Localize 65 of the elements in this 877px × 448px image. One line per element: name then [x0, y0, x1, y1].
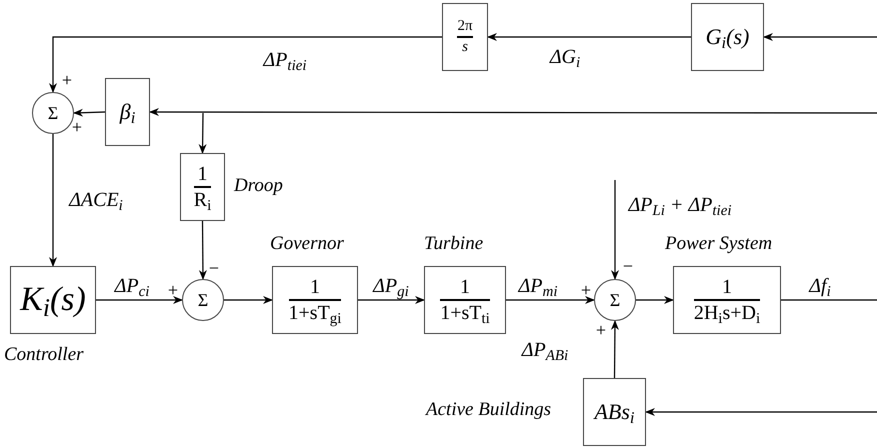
signal-arrow — [610, 320, 619, 378]
signal-arrow — [636, 296, 674, 304]
block-label: Σ — [610, 291, 620, 309]
summing-junction — [32, 92, 74, 134]
denominator: s — [462, 40, 468, 55]
numerator: 1 — [460, 277, 470, 298]
sign-label: + — [62, 71, 72, 89]
block-label: Σ — [48, 104, 58, 122]
signal-arrow — [149, 108, 877, 116]
numerator: 1 — [310, 277, 320, 298]
block-label: ABs$_{i}$ — [594, 401, 635, 423]
signal-label: ΔP$_{ci}$ — [114, 276, 150, 296]
sign-label: + — [580, 281, 592, 299]
denominator: 1+sT$_{ti}$ — [440, 302, 490, 323]
signal-arrow — [506, 296, 595, 304]
block-caption: Power System — [665, 234, 772, 253]
block-label: K$_{i}$(s) — [20, 283, 86, 317]
block-caption: Governor — [270, 234, 344, 253]
transfer-function-block — [442, 3, 488, 71]
signal-arrow — [611, 180, 619, 280]
summing-junction — [594, 279, 636, 321]
signal-arrow — [198, 221, 207, 280]
block-label: β$_{i}$ — [120, 101, 136, 123]
denominator: R$_{i}$ — [194, 190, 212, 210]
sign-label: + — [72, 118, 82, 136]
signal-label: ΔACE$_{i}$ — [69, 190, 123, 210]
sign-label: + — [168, 281, 178, 299]
signal-arrow — [487, 33, 691, 41]
block-caption: Controller — [4, 345, 84, 364]
sign-label: − — [208, 259, 220, 277]
numerator: 1 — [722, 277, 732, 298]
numerator: 2π — [457, 19, 473, 34]
transfer-function-block — [691, 3, 764, 71]
transfer-function-block — [583, 378, 646, 446]
transfer-function-block — [105, 78, 150, 146]
signal-arrow — [49, 36, 442, 93]
signal-arrow — [198, 113, 207, 154]
transfer-function-block — [10, 266, 96, 334]
signal-arrow — [73, 108, 106, 117]
numerator: 1 — [197, 164, 208, 184]
signal-label: ΔP$_{Li}$ + ΔP$_{tiei}$ — [628, 195, 732, 215]
signal-arrow — [96, 296, 183, 304]
block-label: G$_{i}$(s) — [706, 26, 750, 48]
signal-arrow — [358, 296, 425, 304]
signal-label: ΔP$_{mi}$ — [518, 276, 558, 296]
transfer-function-block — [673, 266, 781, 334]
sign-label: + — [596, 321, 606, 339]
block-caption: Active Buildings — [426, 400, 552, 419]
signal-arrow — [224, 296, 273, 304]
denominator: 2H$_{i}$s+D$_{i}$ — [694, 302, 760, 323]
block-caption: Turbine — [424, 234, 484, 253]
block-label: Σ — [198, 291, 208, 309]
signal-label: Δf$_{i}$ — [809, 276, 831, 296]
signal-arrow — [49, 134, 57, 267]
summing-junction — [182, 279, 224, 321]
signal-label: ΔP$_{ABi}$ — [522, 340, 568, 360]
block-caption: Droop — [234, 176, 283, 195]
transfer-function-block — [180, 153, 225, 221]
signal-label: ΔP$_{tiei}$ — [263, 50, 307, 70]
transfer-function-block — [424, 266, 506, 334]
sign-label: − — [622, 257, 634, 275]
transfer-function-block — [272, 266, 358, 334]
signal-arrow — [645, 408, 877, 416]
signal-arrow — [763, 33, 877, 41]
signal-label: ΔG$_{i}$ — [550, 47, 580, 67]
